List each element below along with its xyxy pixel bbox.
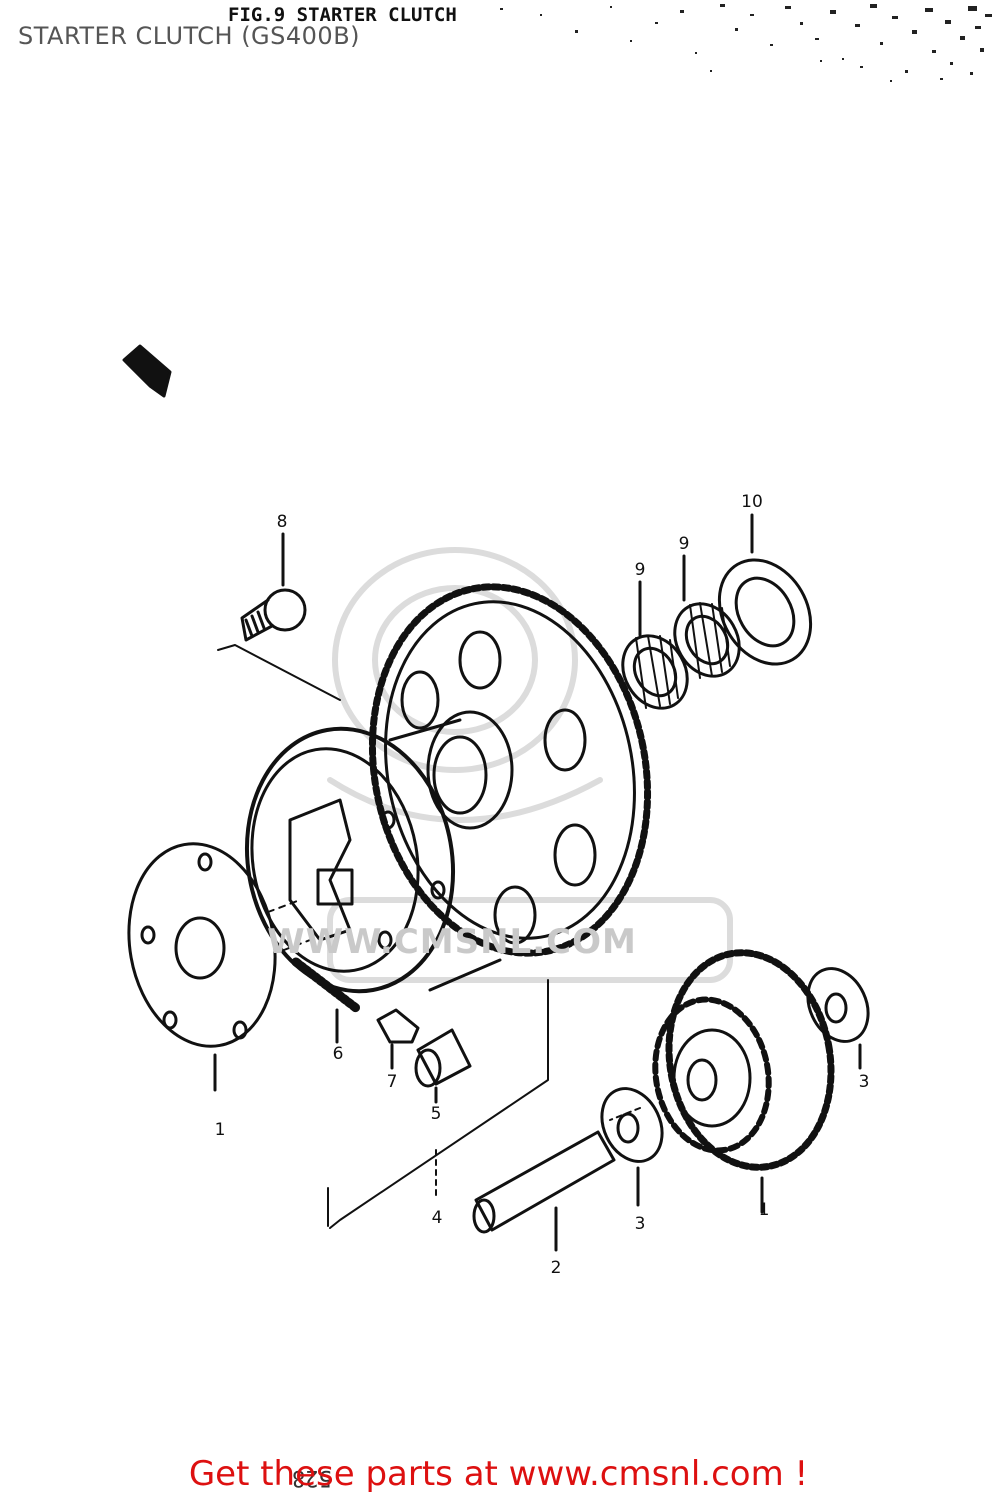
callout-3-upper: 3 bbox=[858, 1072, 870, 1092]
callout-1-gear: 1 bbox=[758, 1200, 770, 1220]
callout-7: 7 bbox=[386, 1072, 398, 1092]
watermark-text: WWW.CMSNL.COM bbox=[267, 922, 637, 962]
part-9-bearing-b bbox=[621, 580, 689, 710]
callout-4: 4 bbox=[431, 1208, 443, 1228]
part-8-bolt bbox=[240, 532, 307, 642]
part-7-roller bbox=[376, 1008, 420, 1070]
callout-5: 5 bbox=[430, 1104, 442, 1124]
page-title: STARTER CLUTCH (GS400B) bbox=[18, 22, 361, 50]
part-3-washer-b bbox=[806, 967, 870, 1070]
part-3-washer-a bbox=[600, 1087, 664, 1207]
watermark-logo bbox=[327, 547, 733, 983]
front-arrow-icon bbox=[122, 344, 172, 398]
clutch-housing bbox=[244, 718, 502, 994]
starter-driven-gear bbox=[368, 583, 652, 957]
assembly-leader-lines bbox=[217, 644, 641, 1229]
figure-title: FIG.9 STARTER CLUTCH bbox=[228, 4, 457, 26]
starter-idle-gear bbox=[652, 949, 835, 1214]
part-1-plate bbox=[127, 842, 277, 1092]
callout-1-plate: 1 bbox=[214, 1120, 226, 1140]
scan-noise bbox=[500, 4, 992, 82]
callout-9-lower: 9 bbox=[634, 560, 646, 580]
callout-10: 10 bbox=[741, 492, 763, 512]
callout-8: 8 bbox=[276, 512, 288, 532]
callout-9-upper: 9 bbox=[678, 534, 690, 554]
part-5-cap bbox=[414, 1028, 472, 1104]
part-2-shaft bbox=[472, 1130, 616, 1252]
callout-3-lower: 3 bbox=[634, 1214, 646, 1234]
part-6-spring bbox=[291, 957, 361, 1044]
callout-2: 2 bbox=[550, 1258, 562, 1278]
callout-6: 6 bbox=[332, 1044, 344, 1064]
part-10-washer bbox=[717, 513, 813, 666]
footer-link[interactable]: Get these parts at www.cmsnl.com ! bbox=[188, 1454, 809, 1494]
